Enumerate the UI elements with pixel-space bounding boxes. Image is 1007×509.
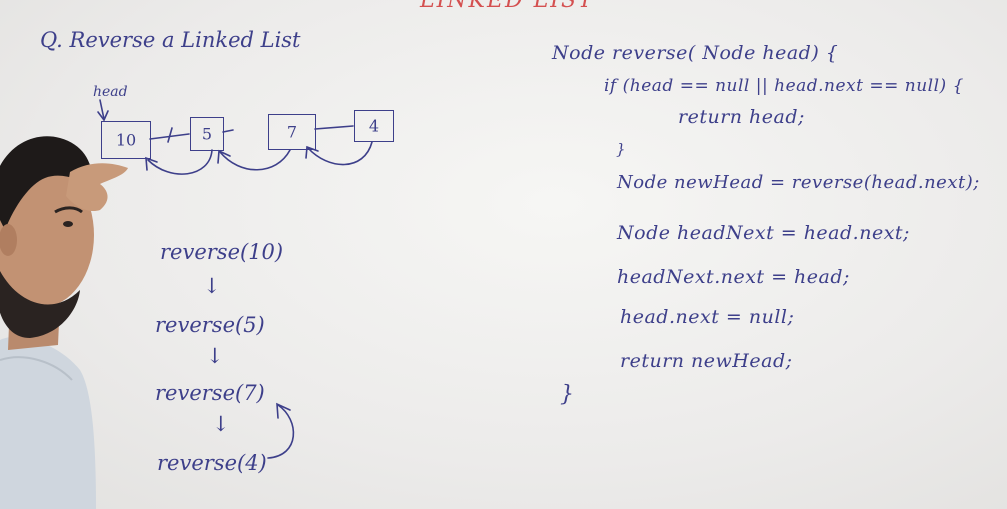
recursive-call: reverse(10) bbox=[160, 240, 284, 264]
return-arrow bbox=[267, 404, 295, 459]
code-line: } bbox=[560, 382, 575, 407]
presenter-hair bbox=[0, 136, 93, 230]
code-line: } bbox=[616, 140, 627, 158]
code-line: if (head == null || head.next == null) { bbox=[604, 76, 964, 96]
code-line: headNext.next = head; bbox=[617, 266, 850, 288]
reverse-arrow bbox=[219, 149, 291, 171]
head-label: head bbox=[93, 84, 128, 100]
linked-list-title: LINKED LIST bbox=[420, 0, 595, 13]
code-line: return newHead; bbox=[620, 350, 793, 372]
code-line: head.next = null; bbox=[620, 306, 795, 328]
recursive-call: reverse(5) bbox=[155, 313, 265, 337]
broken-link-mark bbox=[167, 127, 173, 143]
reverse-arrow bbox=[147, 149, 213, 175]
presenter bbox=[0, 136, 128, 509]
code-line: Node reverse( Node head) { bbox=[552, 42, 839, 64]
code-line: Node headNext = head.next; bbox=[617, 222, 910, 244]
down-arrow: ↓ bbox=[212, 412, 230, 436]
question-heading: Q. Reverse a Linked List bbox=[40, 28, 301, 52]
down-arrow: ↓ bbox=[203, 274, 221, 298]
node-link bbox=[314, 125, 354, 130]
node-link bbox=[222, 129, 234, 133]
recursive-call: reverse(7) bbox=[155, 381, 265, 405]
node-box: 10 bbox=[101, 121, 151, 159]
head-pointer-arrow bbox=[99, 99, 105, 120]
node-box: 7 bbox=[268, 114, 316, 150]
code-line: Node newHead = reverse(head.next); bbox=[617, 172, 980, 193]
node-value: 10 bbox=[115, 130, 137, 150]
node-value: 7 bbox=[286, 122, 298, 142]
reverse-arrow bbox=[307, 141, 373, 166]
recursive-call: reverse(4) bbox=[157, 451, 267, 475]
presenter-hand bbox=[66, 163, 128, 212]
code-line: return head; bbox=[678, 106, 805, 128]
node-box: 4 bbox=[354, 110, 394, 142]
node-value: 5 bbox=[201, 124, 213, 144]
node-box: 5 bbox=[190, 117, 224, 151]
down-arrow: ↓ bbox=[206, 344, 224, 368]
node-value: 4 bbox=[368, 116, 380, 136]
